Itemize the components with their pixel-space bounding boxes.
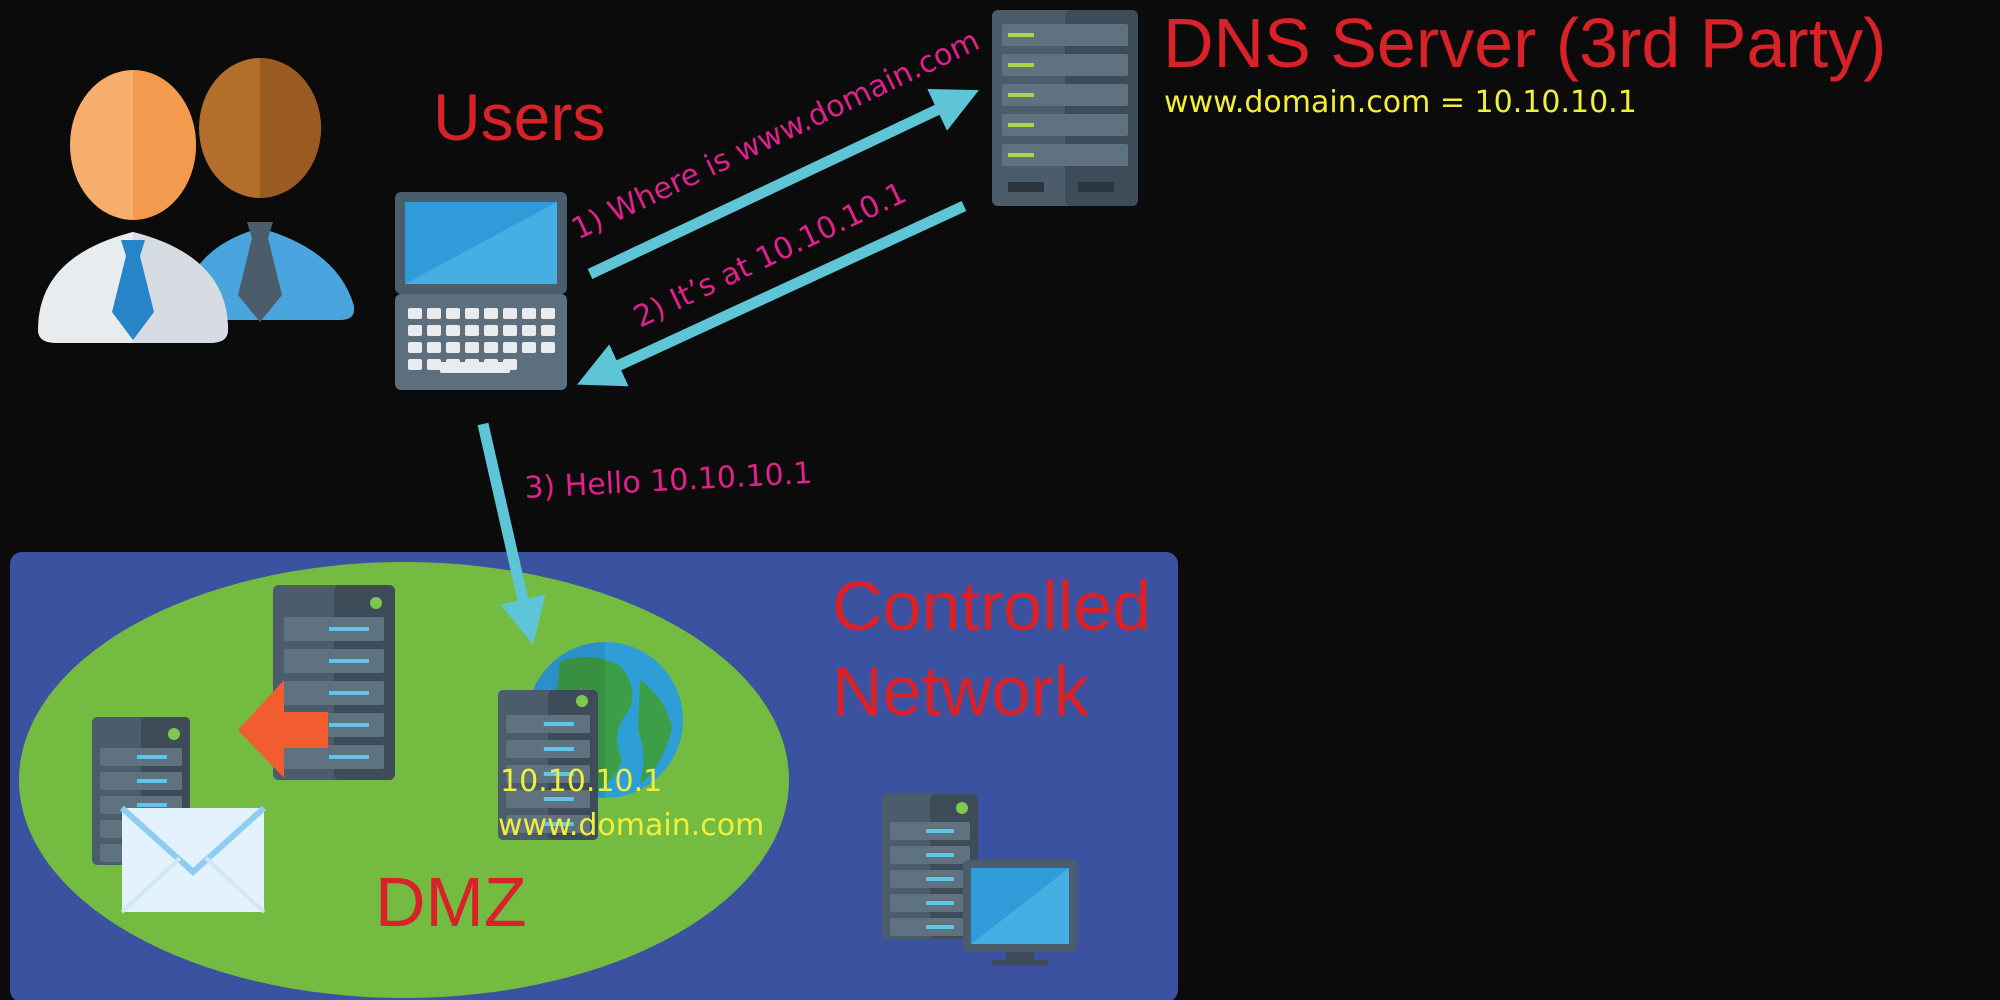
laptop-key: [541, 308, 555, 319]
server-status-dot: [168, 728, 180, 740]
dns-server-icon: [992, 10, 1138, 206]
web-server-domain: www.domain.com: [498, 808, 764, 843]
server-slot-light: [543, 772, 574, 776]
laptop-key: [427, 359, 441, 370]
laptop-key: [465, 325, 479, 336]
laptop-key: [503, 342, 517, 353]
server-slot: [1002, 54, 1128, 76]
server-slot-light: [1008, 123, 1034, 127]
laptop-key: [484, 342, 498, 353]
server-slot-light: [926, 853, 954, 857]
laptop-key: [484, 308, 498, 319]
arrow-left-icon: [238, 680, 328, 778]
server-slot-light: [136, 755, 167, 759]
server-slot-light: [1008, 63, 1034, 67]
query-arrow: [587, 88, 979, 279]
laptop-key: [427, 325, 441, 336]
server-slot-light: [1008, 153, 1034, 157]
server-slot-light: [543, 722, 574, 726]
laptop-key: [408, 325, 422, 336]
controlled-network-label: Controlled Network: [832, 567, 1171, 730]
laptop-key: [408, 359, 422, 370]
laptop-key: [522, 325, 536, 336]
controlled-network-line2: Network: [832, 652, 1090, 730]
laptop-key: [541, 342, 555, 353]
dns-server-title: DNS Server (3rd Party): [1163, 4, 1886, 82]
laptop-key: [408, 308, 422, 319]
laptop-key: [522, 308, 536, 319]
response-arrow: [577, 201, 967, 387]
mail-icon: [119, 805, 267, 914]
server-slot: [1002, 84, 1128, 106]
server-slot: [1002, 144, 1128, 166]
server-slot-light: [926, 925, 954, 929]
server-slot-light: [329, 627, 369, 631]
laptop-key: [446, 342, 460, 353]
server-slot-light: [926, 901, 954, 905]
laptop-key: [484, 325, 498, 336]
laptop-key: [465, 342, 479, 353]
laptop-key: [522, 342, 536, 353]
desktop-monitor-icon: [963, 860, 1077, 966]
server-icon: [273, 585, 395, 780]
server-slot-light: [543, 822, 574, 826]
server-slot-light: [926, 829, 954, 833]
web-server-icon: [498, 690, 598, 840]
laptop-key: [446, 325, 460, 336]
step-1-label: 1) Where is www.domain.com: [566, 23, 985, 247]
web-server-ip: 10.10.10.1: [500, 764, 662, 799]
server-slot-light: [329, 755, 369, 759]
server-slot-light: [329, 723, 369, 727]
laptop-key: [503, 308, 517, 319]
server-slot: [1002, 24, 1128, 46]
server-slot-light: [136, 803, 167, 807]
server-status-dot: [576, 695, 588, 707]
server-slot: [1002, 114, 1128, 136]
dmz-label: DMZ: [375, 863, 527, 941]
server-slot-light: [926, 877, 954, 881]
users-label: Users: [433, 80, 605, 154]
laptop-icon: [395, 192, 567, 390]
controlled-network-line1: Controlled: [832, 567, 1151, 645]
server-slot-light: [136, 779, 167, 783]
laptop-key: [446, 308, 460, 319]
laptop-key: [427, 308, 441, 319]
laptop-key: [408, 342, 422, 353]
laptop-key: [465, 308, 479, 319]
server-slot-light: [1008, 33, 1034, 37]
dns-record-label: www.domain.com = 10.10.10.1: [1164, 85, 1637, 120]
step-3-label: 3) Hello 10.10.10.1: [524, 456, 814, 506]
server-status-dot: [370, 597, 382, 609]
users-icon: [38, 58, 354, 343]
laptop-key: [503, 325, 517, 336]
laptop-key: [541, 325, 555, 336]
server-slot-light: [543, 747, 574, 751]
server-slot-light: [329, 691, 369, 695]
laptop-key: [427, 342, 441, 353]
server-slot-light: [543, 797, 574, 801]
laptop-spacebar: [440, 362, 510, 373]
server-slot-light: [329, 659, 369, 663]
server-status-dot: [956, 802, 968, 814]
hello-arrow: [477, 422, 546, 645]
server-slot-light: [1008, 93, 1034, 97]
